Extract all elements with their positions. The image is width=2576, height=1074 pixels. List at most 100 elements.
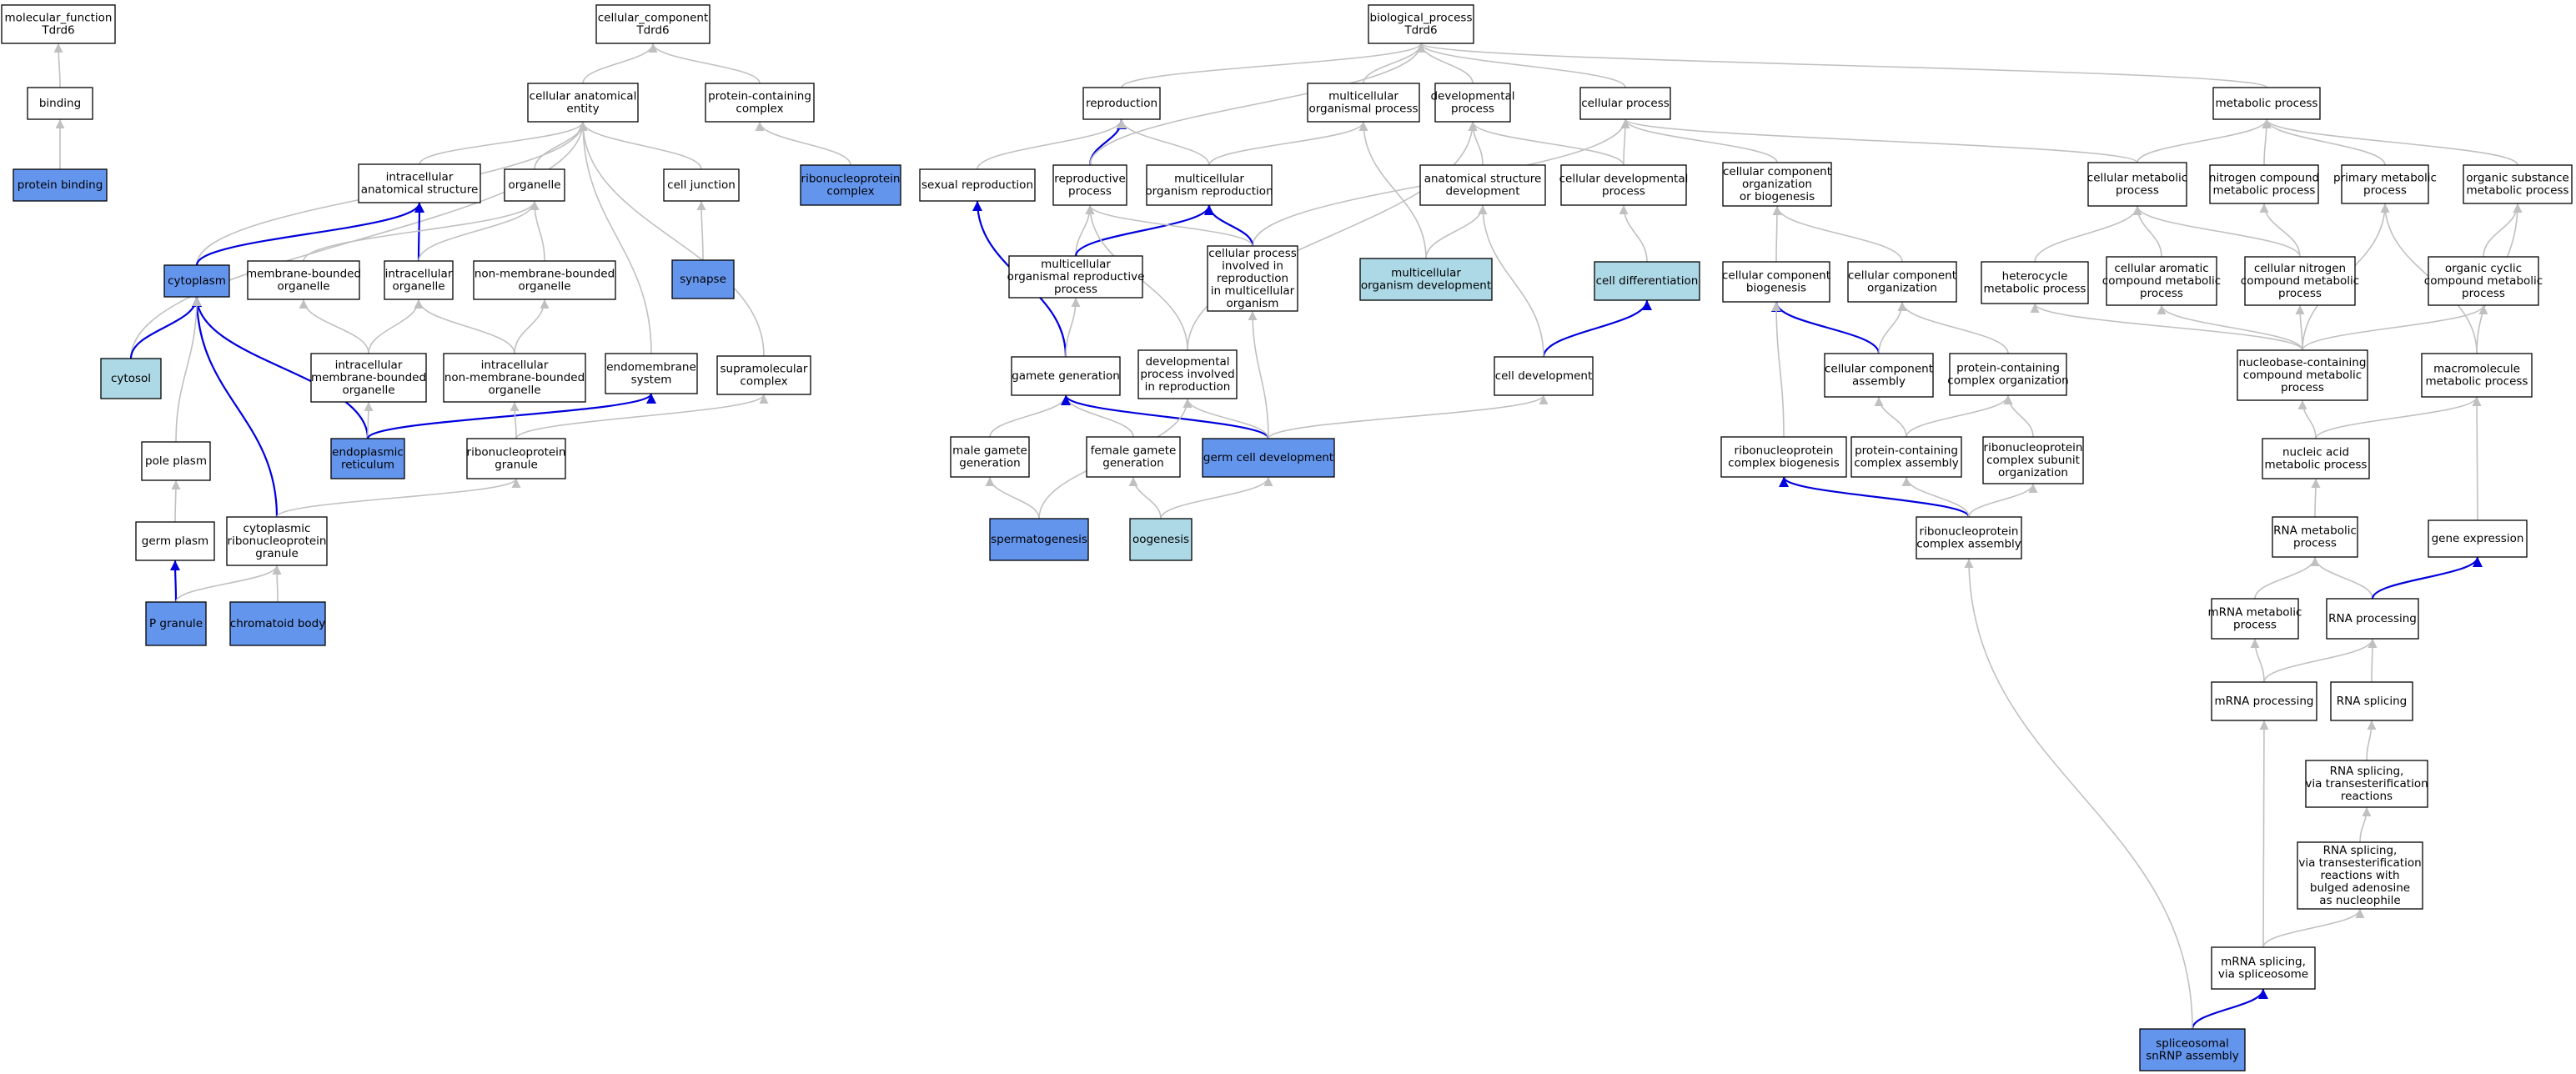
node-repro[interactable]: reproduction xyxy=(1082,87,1161,120)
node-binding[interactable]: binding xyxy=(27,87,93,120)
node-sexrep[interactable]: sexual reproduction xyxy=(919,168,1036,202)
edge-synapse-to-celljunction xyxy=(696,200,706,261)
node-label-line: mRNA metabolic xyxy=(2208,605,2302,619)
node-label-line: ribonucleoprotein xyxy=(228,534,327,548)
node-label-line: via spliceosome xyxy=(2218,967,2308,981)
node-oogen[interactable]: oogenesis xyxy=(1129,518,1193,561)
node-label-line: RNA splicing, xyxy=(2330,765,2404,778)
node-spermato[interactable]: spermatogenesis xyxy=(989,518,1089,561)
node-label-line: process xyxy=(1451,102,1494,115)
node-label-line: protein binding xyxy=(18,178,103,192)
node-label-line: heterocycle xyxy=(2002,269,2068,283)
node-celldiff[interactable]: cell differentiation xyxy=(1594,261,1700,301)
node-inmbo[interactable]: intracellularnon-membrane-boundedorganel… xyxy=(443,353,586,403)
node-cellp[interactable]: cellular process xyxy=(1579,87,1671,120)
node-protbind[interactable]: protein binding xyxy=(13,168,108,202)
node-label-line: anatomical structure xyxy=(1424,172,1542,185)
node-box xyxy=(1720,436,1847,478)
node-organelle[interactable]: organelle xyxy=(504,168,565,202)
node-box xyxy=(100,358,162,399)
node-rnaste[interactable]: RNA splicing,via transesterificationreac… xyxy=(2305,760,2428,808)
node-gamgen[interactable]: gamete generation xyxy=(1011,356,1121,396)
node-rnasplice[interactable]: RNA splicing xyxy=(2330,681,2413,721)
node-rnasteba[interactable]: RNA splicing,via transesterificationreac… xyxy=(2297,841,2423,910)
node-celljunction[interactable]: cell junction xyxy=(663,168,740,202)
node-polep[interactable]: pole plasm xyxy=(141,441,211,481)
node-rnaproc[interactable]: RNA processing xyxy=(2326,598,2419,640)
node-label-line: cell development xyxy=(1495,369,1593,383)
node-metp[interactable]: metabolic process xyxy=(2212,87,2321,120)
node-box xyxy=(716,355,811,395)
node-mrnaproc[interactable]: mRNA processing xyxy=(2211,681,2317,721)
edge-mgg-to-gamgen xyxy=(989,394,1071,438)
node-box xyxy=(2428,256,2539,306)
node-chroma[interactable]: chromatoid body xyxy=(229,601,326,646)
node-germp[interactable]: germ plasm xyxy=(135,521,215,561)
node-box xyxy=(1146,164,1273,206)
node-mrnasplice[interactable]: mRNA splicing,via spliceosome xyxy=(2211,946,2316,990)
node-label-line: protein-containing xyxy=(708,89,811,103)
node-celldev[interactable]: cell development xyxy=(1494,356,1594,396)
node-synapse[interactable]: synapse xyxy=(671,259,735,299)
node-label-line: ribonucleoprotein xyxy=(1920,524,2019,538)
node-gcd[interactable]: germ cell development xyxy=(1202,438,1335,478)
node-pgranule[interactable]: P granule xyxy=(145,601,207,646)
node-cytosol[interactable]: cytosol xyxy=(100,358,162,399)
node-geneexp[interactable]: gene expression xyxy=(2428,519,2528,558)
node-cytoplasm[interactable]: cytoplasm xyxy=(163,264,230,298)
node-label-line: multicellular xyxy=(1041,258,1111,271)
node-label-line: Tdrd6 xyxy=(1403,23,1437,37)
